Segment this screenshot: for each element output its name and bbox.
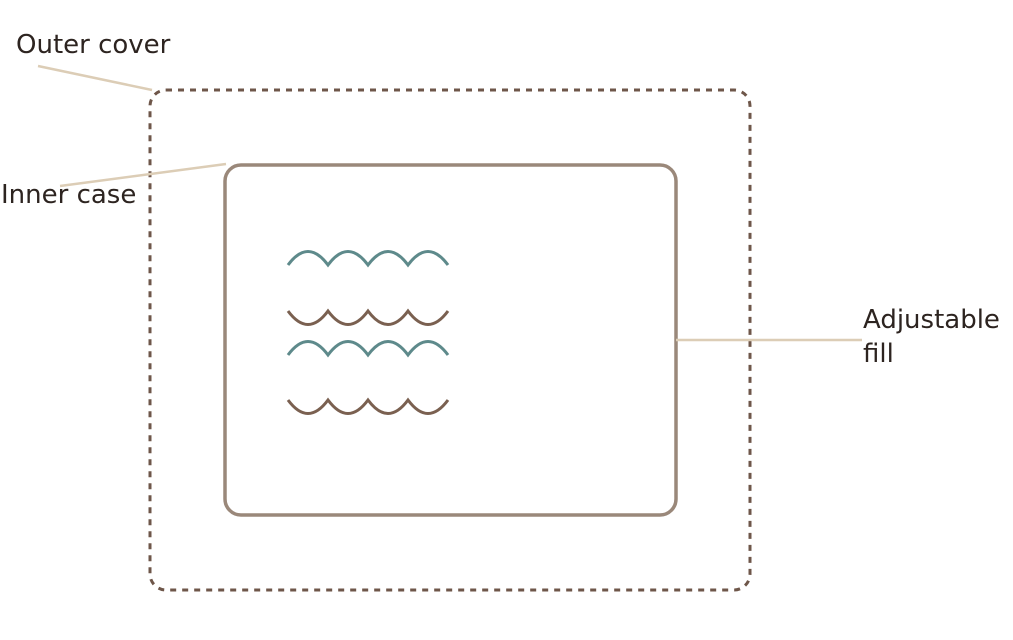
fill-wave-teal-1: [286, 250, 450, 268]
fill-wave-teal-2: [286, 340, 450, 358]
outer-cover-shape: [148, 88, 752, 592]
inner-case-label: Inner case: [1, 180, 137, 210]
adjustable-fill-label: Adjustable fill: [863, 303, 1000, 371]
inner-case-leader-line: [59, 162, 227, 188]
adjustable-fill-label-line-1: Adjustable: [863, 305, 1000, 335]
inner-case-shape: [223, 163, 678, 517]
outer-cover-leader-line: [37, 64, 153, 92]
fill-wave-brown-1: [286, 308, 450, 326]
fill-wave-brown-2: [286, 397, 450, 415]
outer-cover-label: Outer cover: [16, 30, 171, 60]
adjustable-fill-label-line-2: fill: [863, 339, 894, 369]
